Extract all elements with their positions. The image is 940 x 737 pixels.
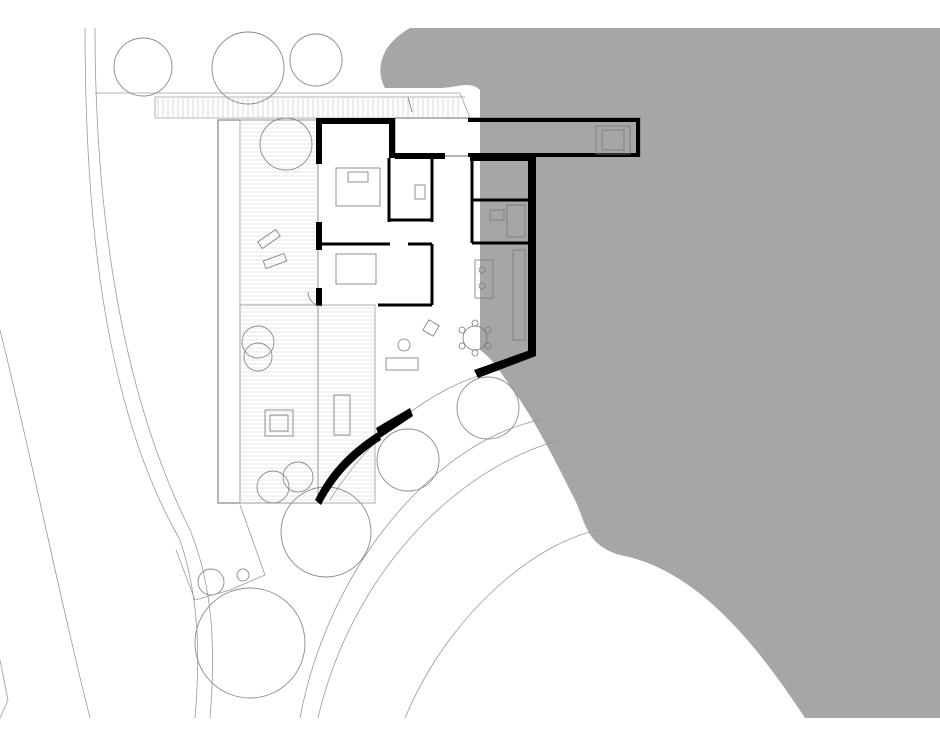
upper-steps <box>157 98 459 117</box>
kitchen-island <box>474 259 494 299</box>
tree <box>456 376 520 440</box>
tree <box>243 342 273 372</box>
coffee-table <box>397 338 411 352</box>
tree <box>113 37 173 97</box>
tree <box>194 587 306 699</box>
tree <box>256 470 290 504</box>
bed <box>335 167 381 207</box>
trees <box>113 31 520 699</box>
shower <box>506 204 526 238</box>
tree <box>259 117 313 171</box>
bed <box>335 253 377 285</box>
tree <box>197 568 225 596</box>
tree <box>289 33 343 87</box>
interior-walls <box>322 158 528 307</box>
terrace-decking <box>241 123 317 501</box>
garden-path <box>175 504 266 601</box>
terrace-lower <box>239 304 376 504</box>
terrace-inner <box>239 119 319 504</box>
tree <box>241 325 275 359</box>
water-area <box>380 28 940 718</box>
road-lines <box>0 27 213 719</box>
sun-lounger <box>262 252 288 270</box>
terrace-decking-lower <box>319 307 374 501</box>
armchair <box>422 319 440 337</box>
tree <box>236 568 250 582</box>
outdoor-table <box>333 394 351 436</box>
terrace-boundary <box>217 119 319 504</box>
tree <box>280 486 372 578</box>
kitchen-counter <box>512 249 526 341</box>
wc <box>414 184 426 200</box>
washbasin <box>489 209 505 221</box>
upper-boundary <box>95 92 471 119</box>
furniture <box>257 96 526 437</box>
sun-lounger <box>257 228 281 250</box>
sofa <box>385 357 419 371</box>
outdoor-sofa <box>264 409 294 437</box>
tree <box>211 31 285 105</box>
tree <box>376 428 440 492</box>
house-walls <box>315 118 536 505</box>
tree <box>282 461 314 493</box>
